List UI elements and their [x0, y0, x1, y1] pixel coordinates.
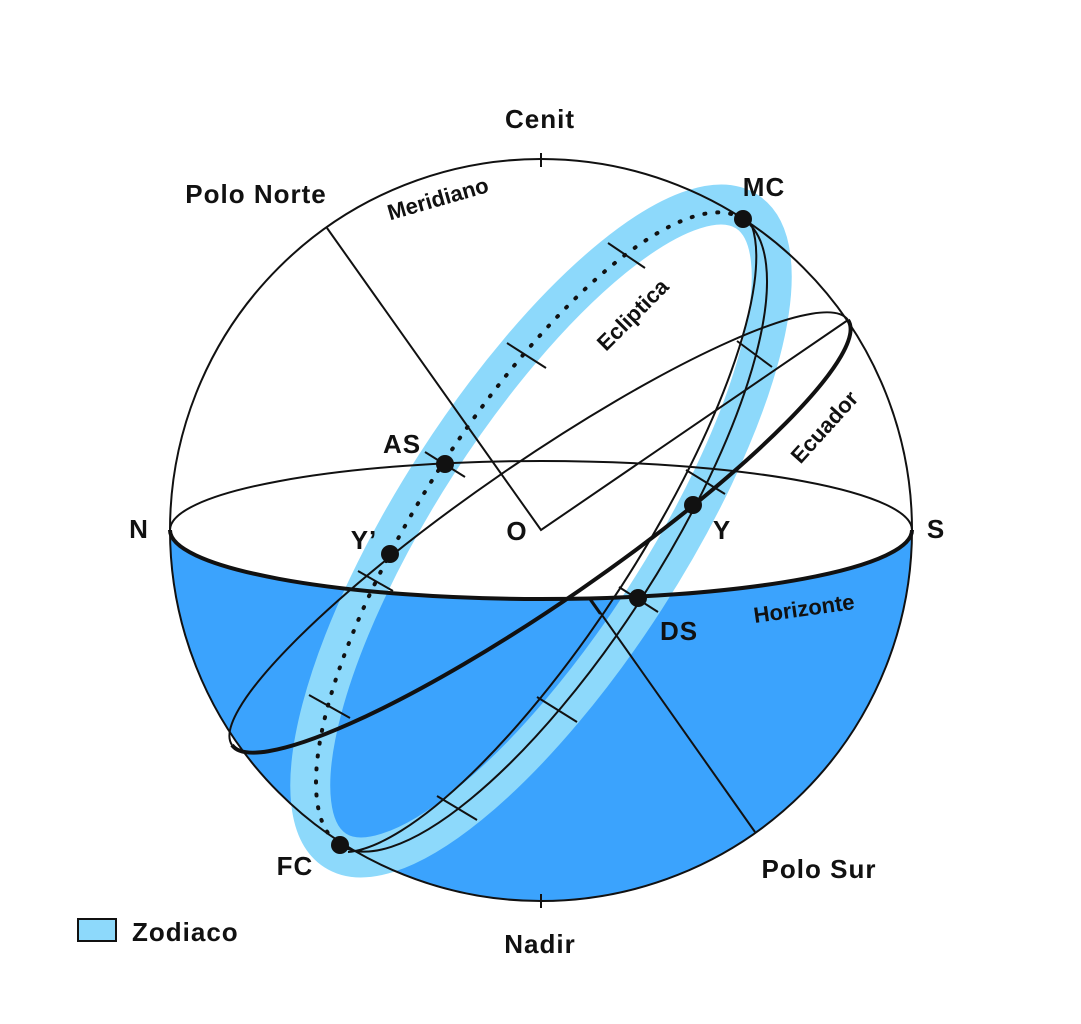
legend-zodiac-swatch [77, 918, 117, 942]
cenit-label: Cenit [505, 104, 575, 134]
nadir-label: Nadir [504, 929, 575, 959]
as-label: AS [383, 429, 421, 459]
horizon-back [169, 460, 913, 531]
horizon-front [168, 529, 914, 601]
aries-prime-point [381, 545, 399, 563]
polo-norte-label: Polo Norte [185, 179, 326, 209]
south-label: S [927, 514, 945, 544]
aries-prime-label: Y’ [351, 525, 378, 555]
polo-sur-label: Polo Sur [762, 854, 877, 884]
ds-label: DS [660, 616, 698, 646]
mc-label: MC [743, 172, 785, 202]
as-point [436, 455, 454, 473]
origin-label: O [506, 516, 527, 546]
ecliptic-inner [347, 225, 758, 853]
equator-back [228, 311, 849, 746]
mc-point [734, 210, 752, 228]
aries-point [684, 496, 702, 514]
fc-label: FC [277, 851, 314, 881]
north-label: N [129, 514, 149, 544]
polar-axis-south [589, 597, 756, 833]
fc-point [331, 836, 349, 854]
ecuador-label: Ecuador [786, 386, 864, 468]
ds-point [629, 589, 647, 607]
aries-label: Y [713, 515, 731, 545]
key-points [331, 210, 752, 854]
meridiano-label: Meridiano [385, 172, 492, 225]
equator-front [230, 318, 853, 755]
legend-zodiac-label: Zodiaco [132, 917, 239, 947]
polar-axis-north [326, 227, 849, 532]
